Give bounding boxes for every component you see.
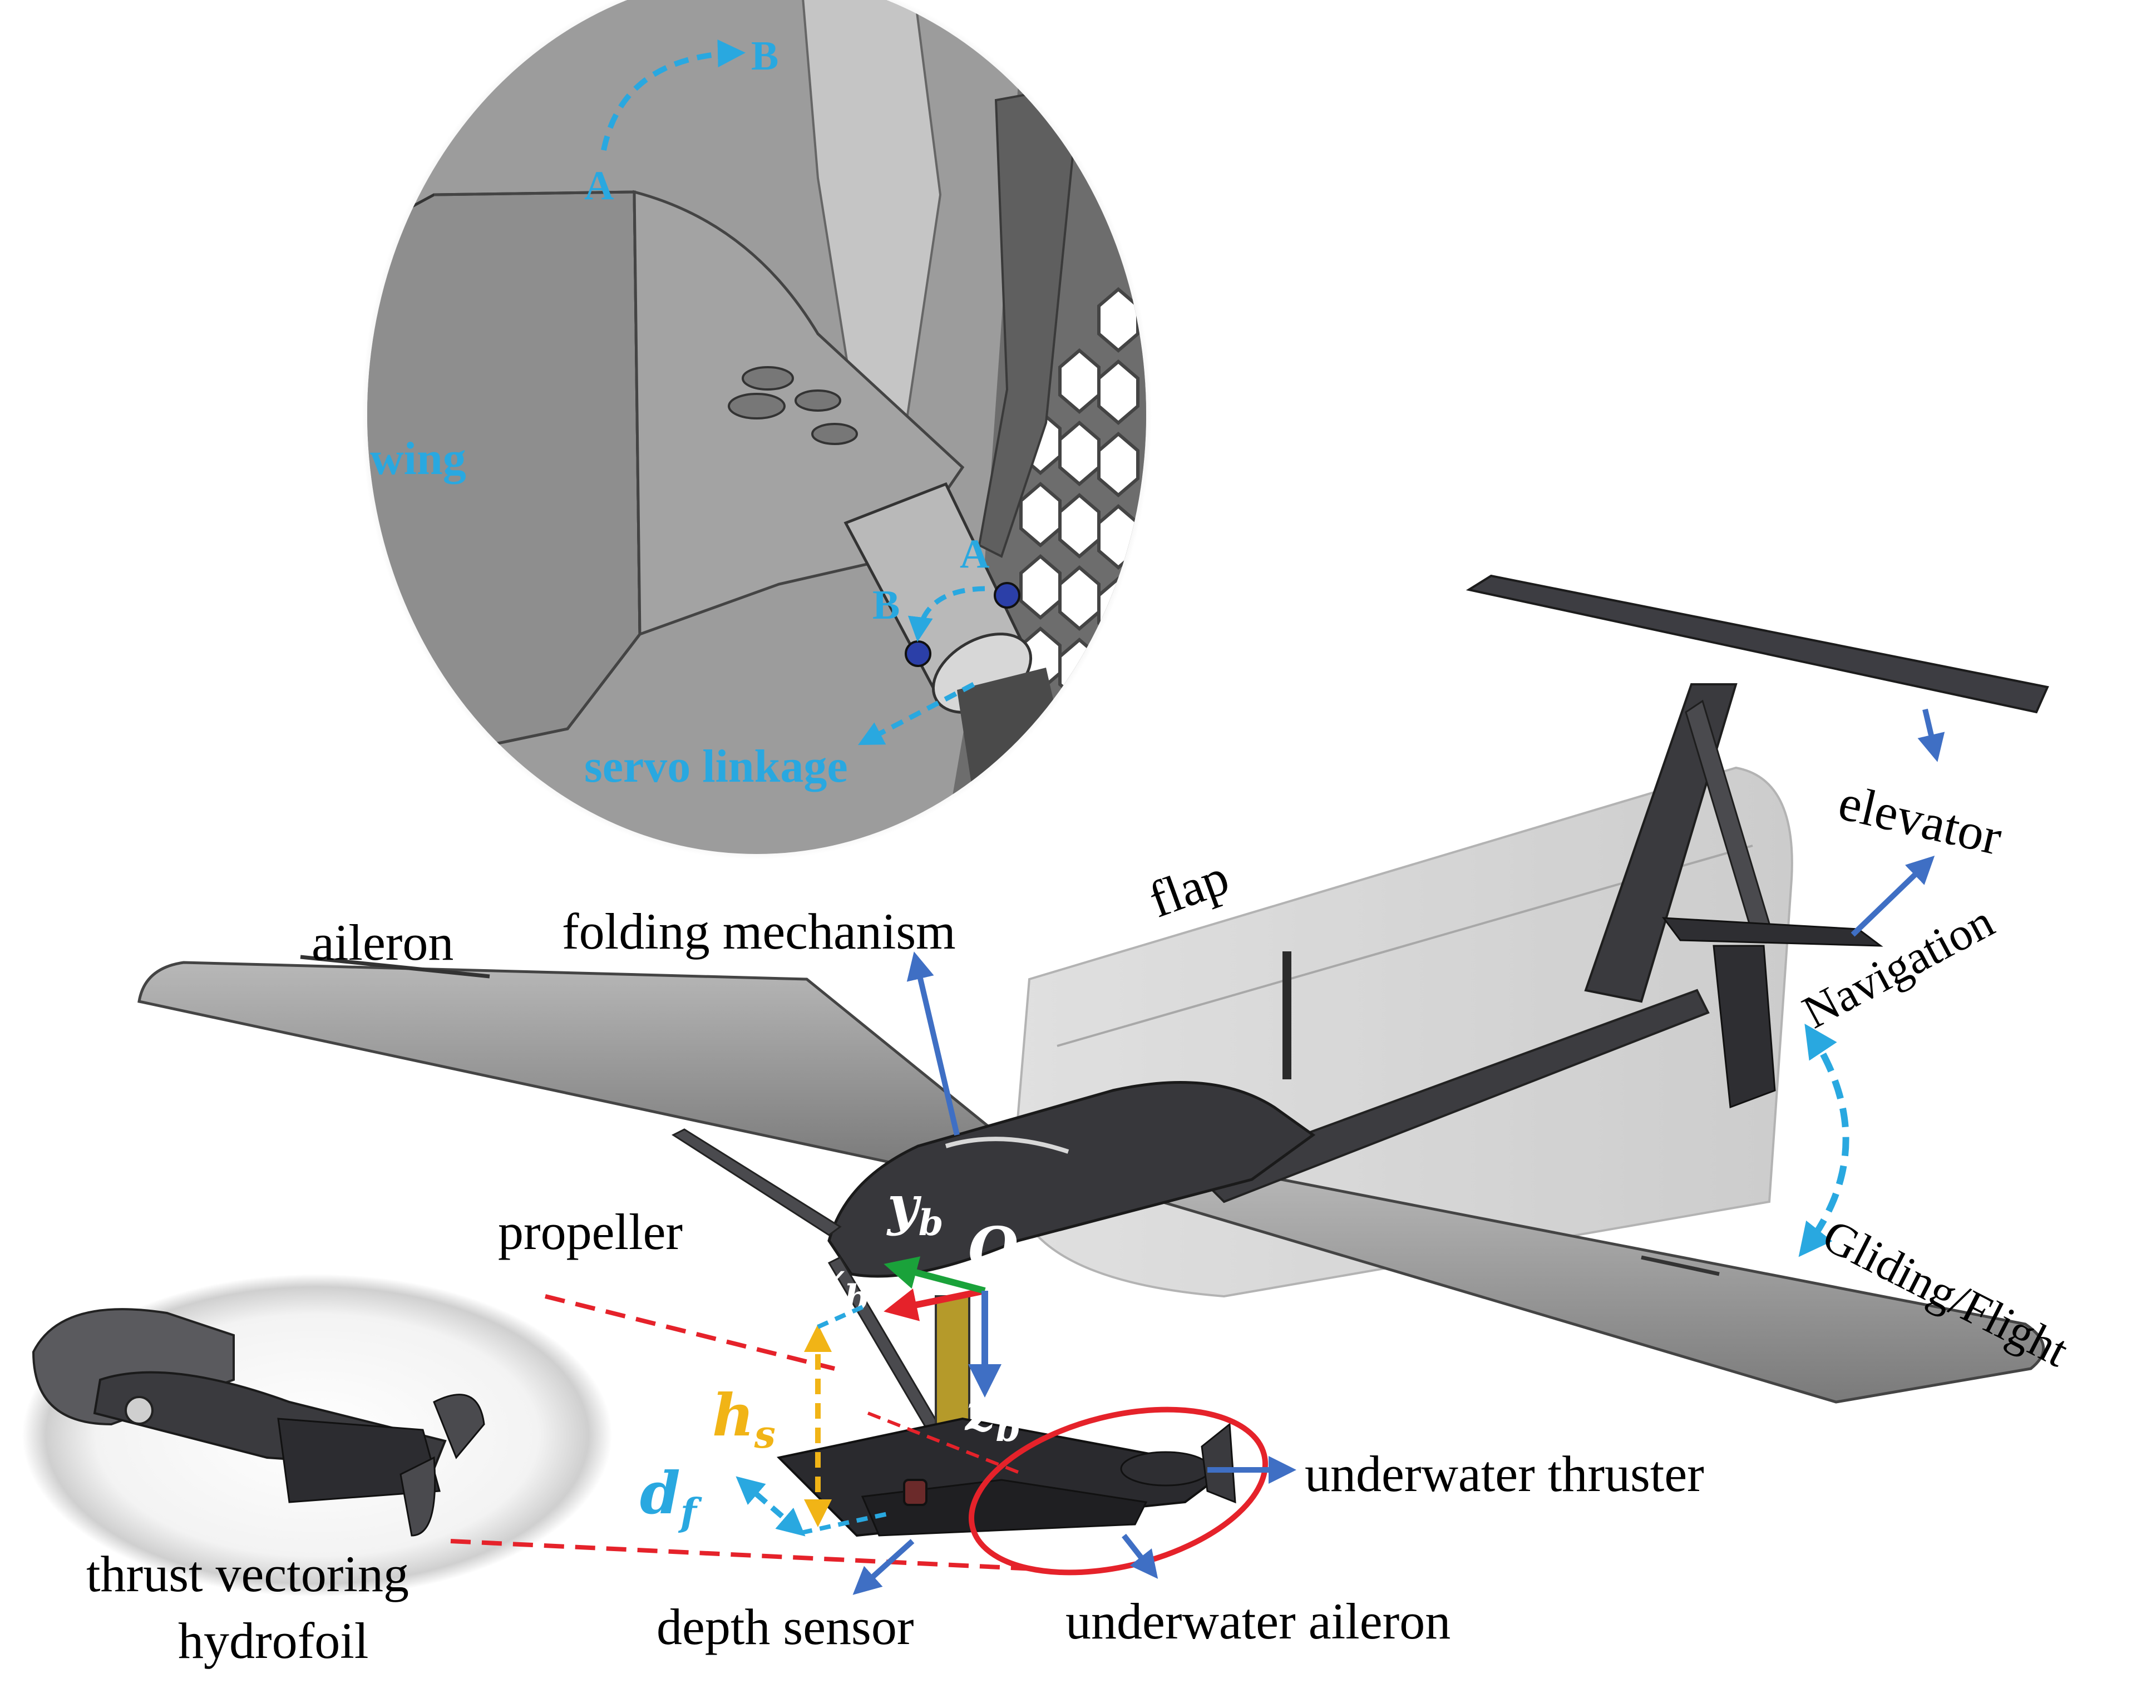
rudder-fin (1713, 945, 1776, 1109)
origin-label: Ob (968, 1214, 1045, 1290)
folding-mechanism-arrow (906, 951, 960, 1136)
tail-boom (1194, 989, 1710, 1203)
df-ref-line (801, 1511, 891, 1535)
inset-rotation-arrow-top (601, 39, 746, 151)
depth-sensor-label: depth sensor (657, 1598, 914, 1655)
left-wing (137, 961, 1016, 1170)
hs-label: hs (712, 1381, 776, 1457)
depth-sensor-arrow (852, 1539, 915, 1595)
y-axis-label: yb (886, 1174, 944, 1244)
y-axis-arrow (884, 1256, 986, 1294)
elevator-label: elevator (1834, 773, 2007, 866)
inset-point-b-lower: B (872, 583, 900, 628)
elevator-arrow-up (1851, 856, 1935, 937)
elevator-fin (1661, 917, 1883, 947)
tail-pylon (1584, 683, 1738, 1003)
navigation-label: Navigation (1794, 895, 2002, 1038)
propeller-label: propeller (498, 1203, 683, 1260)
red-connector-lower (450, 1539, 1035, 1571)
inset-closeup: wing A B A B servo linkage (362, 0, 1152, 860)
x-axis-arrow (884, 1287, 986, 1321)
right-wing (1118, 1167, 2045, 1404)
flap-label: flap (1142, 848, 1236, 929)
df-label: df (640, 1459, 702, 1535)
propeller-blade-upper (671, 1128, 842, 1236)
red-connector-upper (545, 1294, 835, 1371)
x-axis-label: xb (811, 1249, 869, 1319)
aileron-label: aileron (312, 914, 453, 971)
folding-mechanism-label: folding mechanism (562, 903, 956, 960)
hydrofoil-propeller (433, 1394, 485, 1459)
inset-rotation-arrow-lower (907, 586, 985, 642)
thrust-vectoring-label-line2: hydrofoil (178, 1612, 368, 1669)
elevator-arrow-down (1917, 708, 1945, 762)
red-connector-strut (867, 1411, 1025, 1476)
thrust-vectoring-label-line1: thrust vectoring (86, 1546, 409, 1602)
hydrofoil-closeup (22, 1274, 612, 1597)
mode-switch-arrow (1798, 1024, 1849, 1257)
underwater-aileron-arrow (1122, 1533, 1158, 1579)
antenna (1282, 951, 1291, 1079)
underwater-thruster-body (1120, 1451, 1211, 1487)
underwater-aileron-label: underwater aileron (1065, 1593, 1451, 1650)
hs-ref-line (817, 1302, 869, 1329)
df-dimension (736, 1476, 806, 1537)
body-frame: Ob xb yb zb (811, 1174, 1045, 1450)
inset-wing-label: wing (370, 433, 466, 485)
servo-linkage-pointer (858, 682, 975, 746)
inset-point-b-top: B (751, 33, 778, 79)
underwater-thruster-label: underwater thruster (1305, 1445, 1704, 1502)
inset-point-a-top: A (584, 163, 614, 209)
horizontal-stabilizer (1466, 574, 2049, 714)
depth-sensor-body (903, 1479, 927, 1506)
servo-linkage-label: servo linkage (584, 741, 848, 792)
z-axis-label: zb (964, 1380, 1020, 1450)
inset-point-a-lower: A (960, 531, 989, 577)
